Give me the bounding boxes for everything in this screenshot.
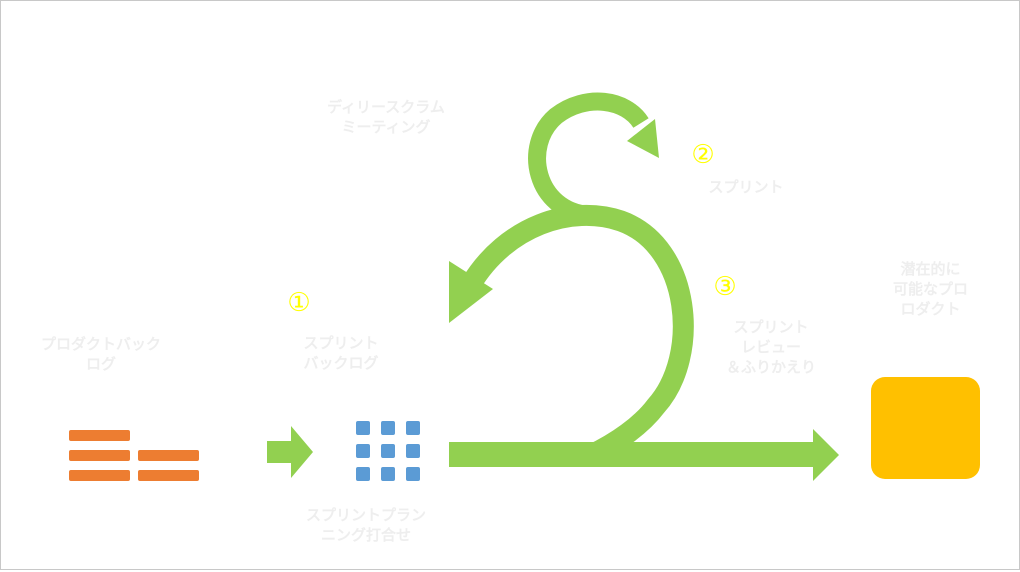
daily-scrum-label-line1: ディリースクラム (327, 98, 445, 116)
step-number-3: ③ (713, 272, 737, 302)
sprint-label-line1: スプリント (708, 178, 784, 196)
product-increment-label-line1: 潜在的に (900, 260, 961, 278)
product-increment-label-line3: ロダクト (900, 300, 961, 318)
product-backlog-label: プロダクトバック ログ (21, 334, 181, 374)
product-backlog-label-line2: ログ (85, 355, 116, 373)
sprint-review-label-line1: スプリント (733, 318, 809, 336)
sprint-review-label-line3: ＆ふりかえり (725, 358, 816, 376)
daily-scrum-label: ディリースクラム ミーティング (306, 97, 466, 137)
daily-scrum-loop-arrow (528, 92, 649, 224)
daily-scrum-label-line2: ミーティング (341, 118, 431, 136)
sprint-review-label: スプリント レビュー ＆ふりかえり (711, 317, 831, 377)
backlog-stack-icon (69, 430, 199, 481)
sprint-backlog-label-line1: スプリント (303, 334, 379, 352)
step-number-2: ② (691, 140, 715, 170)
product-increment-label: 潜在的に 可能なプロ ロダクト (873, 259, 988, 319)
main-flow-arrow (449, 429, 839, 481)
sprint-backlog-grid-icon (356, 421, 420, 481)
daily-scrum-loop-arrowhead (627, 119, 659, 158)
sprint-backlog-label: スプリント バックログ (271, 333, 411, 373)
sprint-backlog-label-line2: バックログ (303, 354, 379, 372)
sprint-loop-arrow (462, 204, 694, 465)
sprint-planning-label: スプリントプラン ニング打合せ (291, 505, 441, 545)
sprint-planning-label-line1: スプリントプラン (305, 506, 426, 524)
sprint-loop-arrowhead (449, 261, 493, 323)
product-square-icon (871, 377, 980, 479)
sprint-planning-label-line2: ニング打合せ (320, 526, 411, 544)
product-increment-label-line2: 可能なプロ (892, 280, 968, 298)
sprint-review-label-line2: レビュー (740, 338, 801, 356)
product-backlog-label-line1: プロダクトバック (40, 335, 161, 353)
sprint-label: スプリント (691, 177, 801, 197)
backlog-to-sprint-arrow (267, 426, 313, 478)
step-number-1: ① (287, 288, 311, 318)
